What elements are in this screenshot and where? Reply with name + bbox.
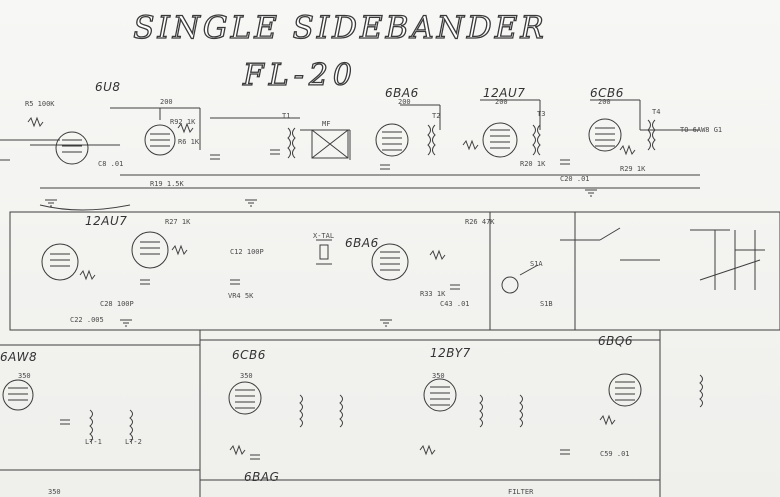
- tube-6bag-label: 6BAG: [244, 470, 280, 484]
- voltage-200-b: 200: [398, 98, 411, 106]
- crystal-label: X-TAL: [313, 232, 335, 240]
- output-note: TO 6AW8 G1: [680, 126, 723, 134]
- r19-label: R19 1.5K: [150, 180, 184, 188]
- c59-label: C59 .01: [600, 450, 630, 458]
- t3-label: T3: [537, 110, 546, 118]
- r27-label: R27 1K: [165, 218, 191, 226]
- c12-label: C12 100P: [230, 248, 264, 256]
- s1b-label: S1B: [540, 300, 553, 308]
- voltage-350-b: 350: [240, 372, 253, 380]
- tube-6aw8-label: 6AW8: [0, 350, 38, 364]
- tube-12au7-mid-label: 12AU7: [85, 214, 128, 228]
- tube-6ba6-mid-label: 6BA6: [345, 236, 379, 250]
- r5-label: R5 100K: [25, 100, 55, 108]
- voltage-350-d: 350: [48, 488, 61, 496]
- mf-label: MF: [322, 120, 331, 128]
- r6-label: R6 1K: [178, 138, 200, 146]
- r20-label: R20 1K: [520, 160, 546, 168]
- voltage-200-c: 200: [495, 98, 508, 106]
- schematic-title: SINGLE SIDEBANDER: [133, 9, 547, 46]
- filter-label: FILTER: [508, 488, 534, 496]
- r29-label: R29 1K: [620, 165, 646, 173]
- tube-12by7-label: 12BY7: [430, 346, 471, 360]
- s1a-label: S1A: [530, 260, 543, 268]
- c20-label: C20 .01: [560, 175, 590, 183]
- c43-label: C43 .01: [440, 300, 470, 308]
- lt2-label: LT-2: [125, 438, 142, 446]
- model-title: FL-20: [242, 57, 358, 93]
- voltage-350-a: 350: [18, 372, 31, 380]
- t1-label: T1: [282, 112, 291, 120]
- t2-label: T2: [432, 112, 441, 120]
- tube-12au7-top-label: 12AU7: [483, 86, 526, 100]
- r92-label: R92 1K: [170, 118, 196, 126]
- c8-label: C8 .01: [98, 160, 124, 168]
- c28-label: C28 100P: [100, 300, 134, 308]
- voltage-200-a: 200: [160, 98, 173, 106]
- tube-6u8-label: 6U8: [95, 80, 121, 94]
- r26-label: R26 47K: [465, 218, 495, 226]
- tube-6cb6-top-label: 6CB6: [590, 86, 624, 100]
- vr4-label: VR4 5K: [228, 292, 254, 300]
- tube-6bq6-label: 6BQ6: [598, 334, 633, 348]
- voltage-200-d: 200: [598, 98, 611, 106]
- r33-label: R33 1K: [420, 290, 446, 298]
- tube-6ba6-top-label: 6BA6: [385, 86, 419, 100]
- c22-label: C22 .005: [70, 316, 104, 324]
- lt1-label: LT-1: [85, 438, 102, 446]
- t4-label: T4: [652, 108, 661, 116]
- tube-6cb6-bottom-label: 6CB6: [232, 348, 266, 362]
- voltage-350-c: 350: [432, 372, 445, 380]
